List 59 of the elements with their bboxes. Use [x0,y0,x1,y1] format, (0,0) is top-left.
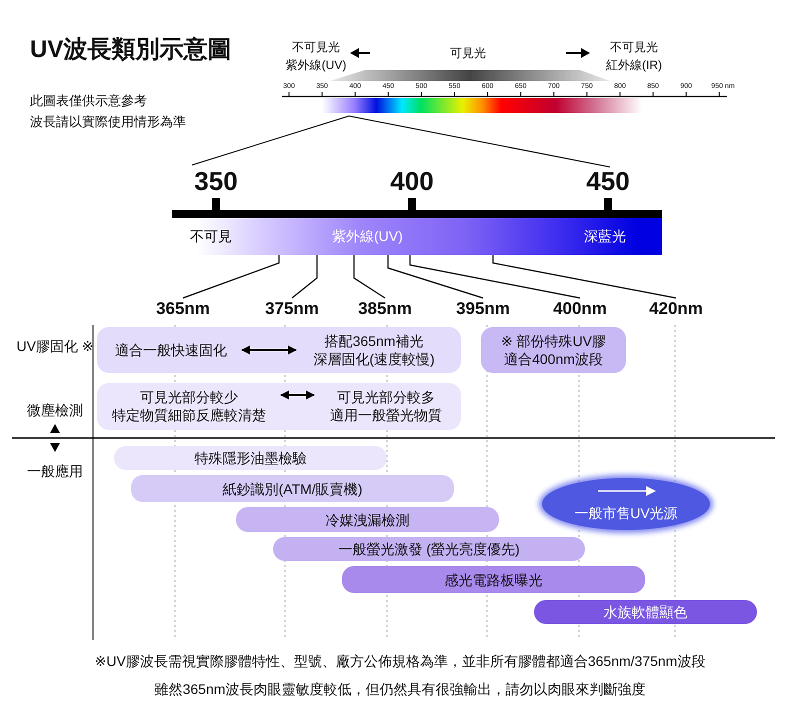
footnote-text: ※UV膠波長需視實際膠體特性、型號、廠方公佈規格為準，並非所有膠體都適合365nm/375nm波段 [94,652,706,670]
uv-light-source-ellipse [542,478,710,530]
application-bar [342,566,645,593]
row-label: UV膠固化 ※ [15,337,95,356]
note-text: 此圖表僅供示意參考 [30,92,148,109]
spectrum-label: 不可見光 [609,39,659,55]
wavelength-label: 420nm [649,300,703,318]
scale-tick-label: 400 [389,166,435,196]
box-text: 適用一般螢光物質 [330,406,442,424]
box-text: 可見光部分較少 [140,388,238,406]
note-text: 波長請以實際使用情形為準 [30,113,187,130]
bar-text: 適合400nm波段 [504,350,603,368]
bar-text: 紙鈔識別(ATM/販賣機) [222,480,362,498]
application-box [481,327,626,373]
double-arrow [241,346,297,354]
bar-text: 水族軟體顯色 [604,603,688,621]
wavelength-label: 395nm [456,300,510,318]
application-bar [273,537,585,561]
wavelength-label: 365nm [156,300,210,318]
bar-text: 感光電路板曝光 [444,570,542,588]
bar-text: ※ 部份特殊UV膠 [500,332,606,350]
band-label: 紫外線(UV) [332,227,403,245]
bar-text: 一般螢光激發 (螢光亮度優先) [338,540,520,558]
leader-line [182,255,280,299]
application-bar [114,446,387,470]
box-text: 深層固化(速度較慢) [313,350,435,368]
title: UV波長類別示意圖 [30,35,232,65]
spectrum-label: 紫外線(UV) [284,57,348,73]
footnote-text: 雖然365nm波長肉眼靈敏度較低，但仍然具有很強輸出，請勿以肉眼來判斷強度 [154,680,646,698]
box-text: 特定物質細節反應較清楚 [112,406,266,424]
band-label: 不可見 [190,227,232,245]
bar-text: 一般市售UV光源 [574,504,678,522]
application-bar [236,507,499,532]
wavelength-label: 385nm [358,300,412,318]
application-box [97,383,461,430]
spectrum-label: 紅外線(IR) [605,57,663,73]
spectrum-label: 可見光 [449,45,487,61]
leader-line [353,255,386,298]
application-bar [131,475,454,502]
leader-line [492,255,676,299]
application-box [97,327,461,373]
box-text: 可見光部分較多 [337,388,435,406]
box-text: 搭配365nm補光 [324,332,424,350]
bar-text: 特殊隱形油墨檢驗 [194,449,306,467]
spectrum-label: 不可見光 [291,39,341,55]
scale-tick-label: 450 [585,166,631,196]
band-label: 深藍光 [584,227,626,245]
row-label: 一般應用 [26,462,84,480]
scale-tick-label: 350 [193,166,239,196]
row-label: 微塵檢測 [26,401,84,419]
leader-line [292,255,318,298]
double-arrow [280,390,315,400]
leader-line [387,255,484,299]
wavelength-label: 400nm [553,300,607,318]
wavelength-label: 375nm [265,300,319,318]
application-bar [534,600,757,624]
bar-text: 冷媒洩漏檢測 [326,510,410,528]
leader-line [409,255,580,299]
box-text: 適合一般快速固化 [115,341,227,359]
